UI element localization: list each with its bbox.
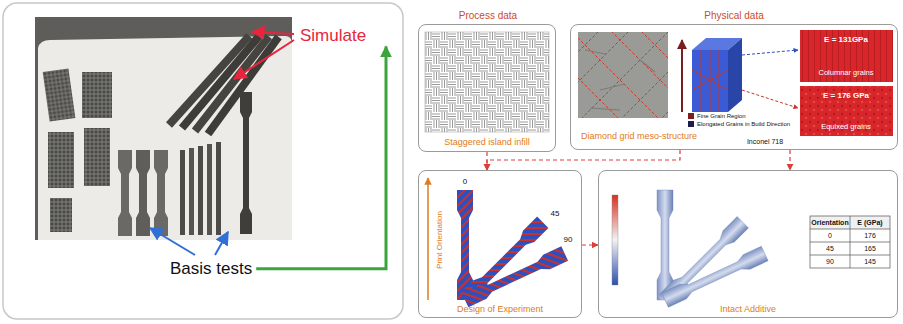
specimen-photo-part: [207, 144, 212, 235]
process-data-panel: Process dataStaggered island infill: [418, 24, 556, 152]
table-cell: 176: [864, 232, 876, 240]
basis-tests-label: Basis tests: [168, 258, 254, 280]
leader-arrows: [150, 32, 294, 255]
table-cell: 90: [826, 258, 834, 266]
panel-caption: Design of Experiment: [419, 304, 581, 314]
specimen-photo-part: [84, 128, 110, 186]
specimen-photo-part: [136, 150, 150, 236]
specimen-photo-part: [48, 132, 74, 188]
ebsd-maps-part: [800, 86, 893, 136]
scan-pattern: [425, 32, 549, 132]
modulus-table-part: [810, 216, 890, 268]
specimen-photo: [35, 17, 292, 240]
table-header: Orientation: [811, 219, 848, 227]
specimen-photo-part: [240, 92, 252, 234]
table-cell: 0: [828, 232, 832, 240]
modulus-label: E = 176 GPa: [823, 92, 869, 101]
legend-row: Elongated Grains in Build Direction: [688, 120, 790, 128]
connector-arrow: [789, 150, 790, 170]
left-panel: [3, 3, 403, 319]
legend: Fine Grain RegionElongated Grains in Bui…: [688, 112, 790, 128]
intact-additive-panel: Intact Additive: [598, 170, 898, 318]
legend-text: Fine Grain Region: [697, 112, 746, 120]
grain-cube-part: [742, 90, 798, 108]
ebsd-maps-part: [800, 30, 893, 82]
simulate-leader: [234, 40, 294, 79]
basis-leader: [215, 232, 228, 255]
axis-label: Print Orientation: [436, 211, 445, 269]
specimen-photo-part: [118, 150, 132, 236]
specimen-photo-part: [192, 34, 272, 133]
basis-leader: [150, 228, 195, 255]
fea-result-part: [612, 195, 618, 285]
grain-cube-part: [692, 50, 728, 112]
grain-label: Equixed grains: [821, 123, 871, 131]
connector-arrow: [582, 244, 598, 245]
grain-cube-part: [742, 50, 798, 55]
callout-label: Simulate: [300, 26, 390, 46]
grain-cube-part: [692, 50, 728, 112]
panel-heading: Physical data: [571, 10, 897, 22]
connector-arrow: [487, 150, 680, 170]
sem-micrograph-part: [585, 50, 655, 110]
legend-text: Elongated Grains in Build Direction: [697, 120, 790, 128]
modulus-table: [810, 216, 890, 268]
panel-caption: Diamond grid meso-structure: [573, 131, 705, 141]
simulate-leader: [252, 32, 294, 34]
sem-micrograph-part: [578, 32, 668, 118]
callout-label: Basis tests: [170, 259, 252, 279]
sem-micrograph-part-part: [578, 32, 668, 118]
fea-result: [612, 190, 768, 307]
specimen-photo-part: [82, 72, 112, 118]
sem-micrograph-part-part: [578, 32, 668, 118]
table-cell: 165: [864, 245, 876, 253]
specimen-photo-part: [180, 150, 185, 235]
doe-specimens-part: [462, 246, 568, 307]
simulate-label: Simulate: [298, 25, 392, 47]
angle-label: 0: [463, 178, 467, 187]
grain-cube: [682, 38, 798, 112]
fea-result-part: [662, 246, 768, 307]
print-orientation-arrow-part: [427, 178, 429, 300]
sem-micrograph: [560, 0, 700, 150]
specimen-photo-part: [198, 146, 203, 235]
grain-label: Columnar grains: [818, 69, 873, 77]
scan-pattern-part: [425, 32, 549, 132]
specimen-photo-part: [189, 148, 194, 235]
ebsd-maps: [800, 30, 893, 136]
grain-cube-part: [728, 38, 742, 112]
specimen-photo-part: [216, 142, 221, 235]
grain-cube-part: [681, 40, 683, 112]
legend-swatch: [688, 121, 694, 127]
table-cell: 45: [826, 245, 834, 253]
doe-specimens: [457, 190, 568, 307]
panel-heading: Process data: [419, 10, 557, 22]
legend-swatch: [688, 113, 694, 119]
specimen-photo-part: [43, 68, 76, 121]
modulus-label: E = 131GPa: [824, 36, 868, 45]
specimen-photo-part: [154, 150, 168, 236]
print-orientation-arrow: [428, 178, 429, 300]
material-label: Inconel 718: [747, 138, 783, 146]
angle-label: 90: [564, 236, 573, 245]
specimen-photo-part: [35, 17, 292, 240]
table-header: E (GPa): [857, 219, 882, 227]
specimen-photo-part: [50, 198, 72, 232]
panel-caption: Staggered island infill: [419, 137, 555, 147]
legend-row: Fine Grain Region: [688, 112, 790, 120]
panel-caption: Intact Additive: [599, 304, 897, 314]
table-cell: 145: [864, 258, 876, 266]
modulus-table-part: [810, 216, 890, 268]
connector-arrow: [256, 47, 386, 269]
angle-label: 45: [551, 210, 560, 219]
